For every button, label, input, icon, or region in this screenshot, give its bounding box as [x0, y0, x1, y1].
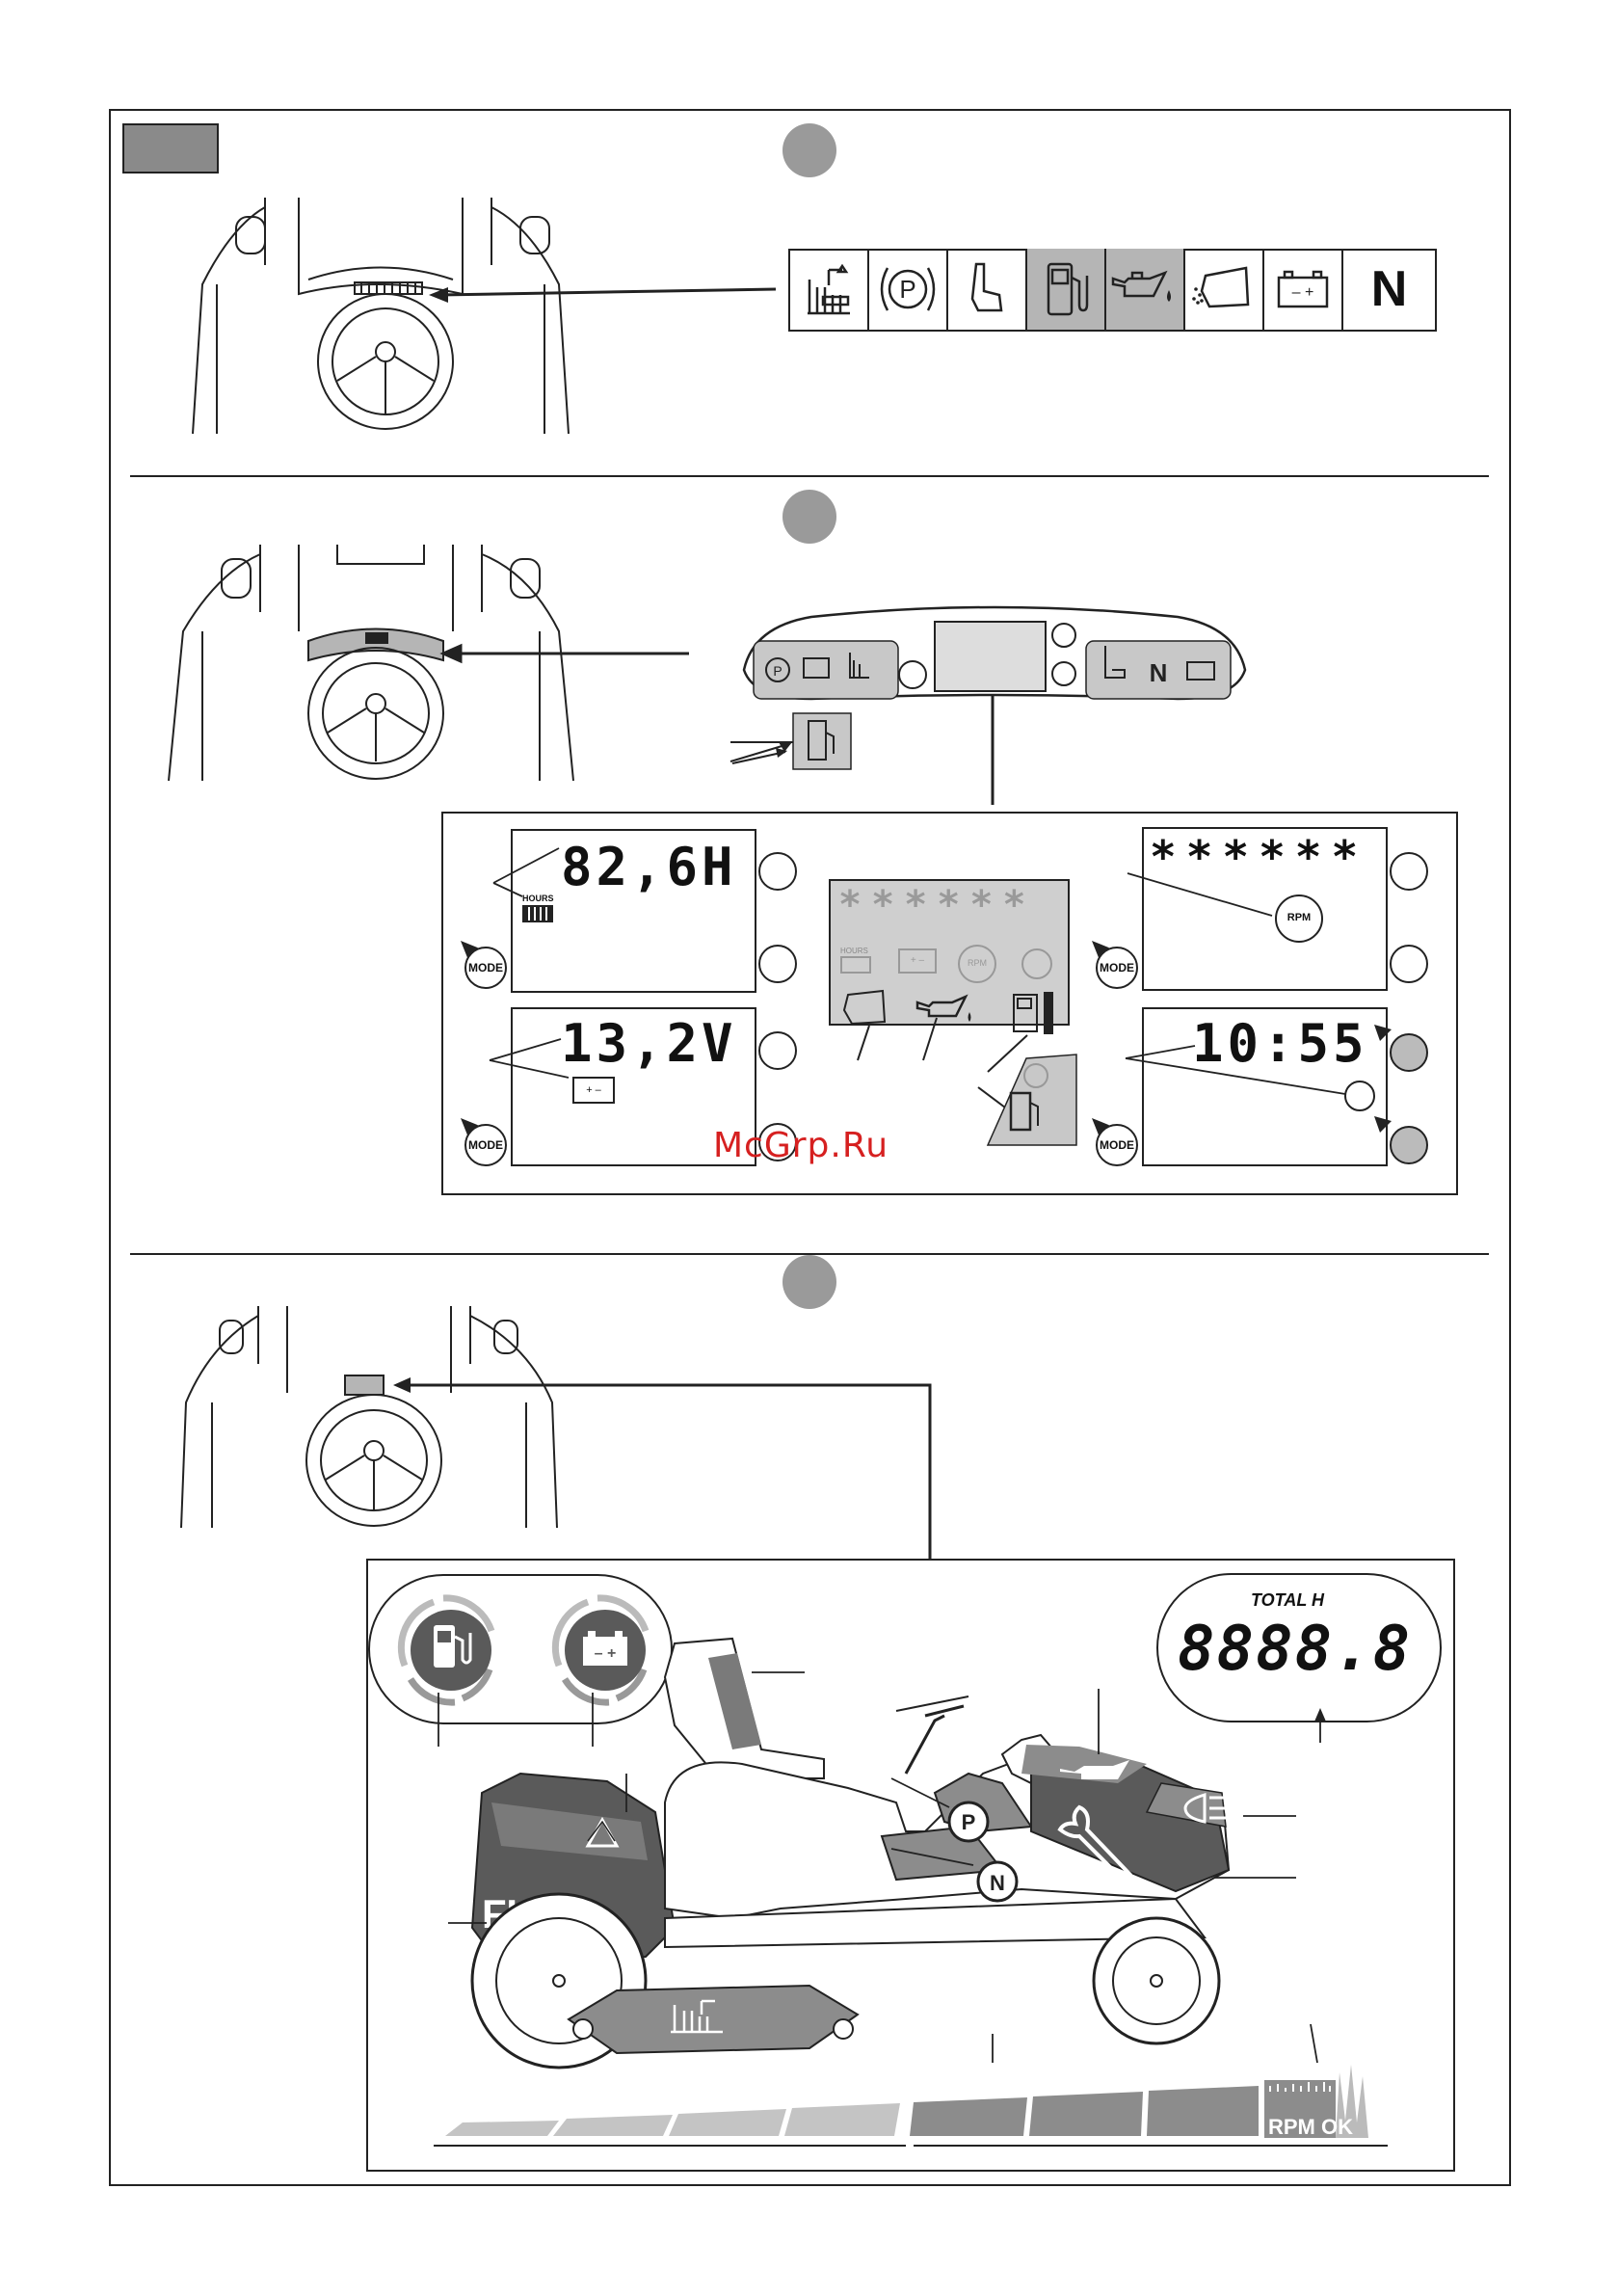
rpm-speed-bar: RPM OK: [434, 2053, 1397, 2154]
rpm-ok-label: RPM OK: [1268, 2115, 1353, 2139]
